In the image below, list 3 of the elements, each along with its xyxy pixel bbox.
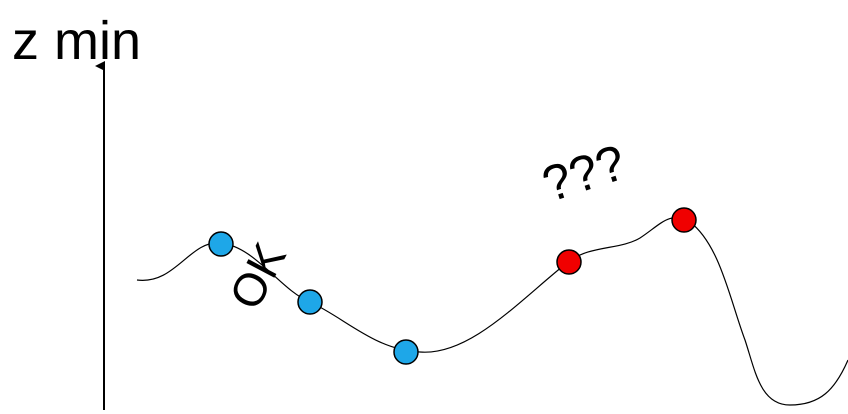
annotation-text: OK bbox=[221, 236, 294, 316]
annotation-text: ??? bbox=[536, 136, 632, 210]
axis-label: z min bbox=[12, 14, 142, 68]
